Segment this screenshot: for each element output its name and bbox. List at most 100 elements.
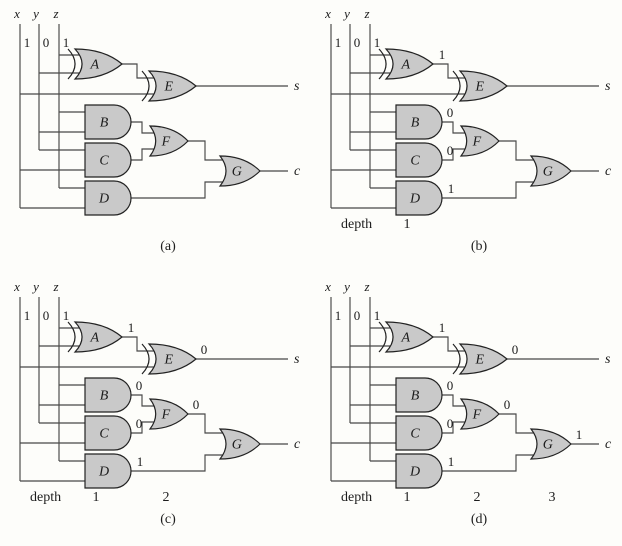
- gate-value-F: 0: [504, 397, 511, 412]
- output-label-c: c: [294, 164, 301, 179]
- gate-label-B: B: [411, 116, 420, 131]
- wire-C-to-F: [131, 421, 155, 434]
- gate-value-C: 0: [447, 416, 454, 431]
- xor-arc-A: [378, 48, 387, 80]
- gate-label-G: G: [543, 438, 553, 453]
- wire-F-to-G: [499, 413, 536, 434]
- gate-value-B: 0: [447, 378, 454, 393]
- panel-caption: (c): [160, 512, 176, 527]
- xor-arc-A: [67, 48, 76, 80]
- gate-label-G: G: [232, 438, 242, 453]
- gate-A-xor: [384, 321, 434, 353]
- wire-A-to-E: [433, 336, 465, 352]
- gate-value-C: 0: [447, 143, 454, 158]
- gate-G-or: [218, 155, 261, 187]
- gate-label-E: E: [163, 353, 173, 368]
- gate-label-A: A: [400, 331, 410, 346]
- depth-label: depth: [30, 490, 61, 505]
- input-label-y: y: [31, 6, 39, 21]
- panel-caption: (d): [471, 512, 488, 527]
- wire-B-to-F: [442, 121, 466, 134]
- input-label-x: x: [13, 279, 20, 294]
- gate-label-F: F: [161, 408, 171, 423]
- gate-label-D: D: [98, 465, 109, 480]
- input-label-x: x: [324, 6, 331, 21]
- wire-B-to-F: [442, 394, 466, 407]
- gate-B-and: [395, 104, 443, 140]
- gate-label-F: F: [472, 408, 482, 423]
- depth-label: depth: [341, 490, 372, 505]
- gate-label-B: B: [411, 389, 420, 404]
- input-label-z: z: [52, 279, 58, 294]
- gate-B-and: [84, 377, 132, 413]
- input-value-z: 1: [374, 308, 381, 323]
- gate-value-E: 0: [512, 342, 519, 357]
- input-value-x: 1: [24, 308, 31, 323]
- gate-label-B: B: [100, 389, 109, 404]
- gate-label-F: F: [161, 135, 171, 150]
- xor-arc-E: [452, 70, 461, 102]
- depth-mark-3: 3: [549, 490, 556, 505]
- gate-E-xor: [147, 343, 197, 375]
- gate-A-xor: [73, 321, 123, 353]
- depth-mark-2: 2: [474, 490, 481, 505]
- depth-mark-1: 1: [404, 490, 411, 505]
- xor-arc-E: [452, 343, 461, 375]
- gate-value-A: 1: [439, 320, 446, 335]
- gate-label-C: C: [99, 427, 109, 442]
- gate-D-and: [84, 180, 132, 216]
- wire-B-to-F: [131, 394, 155, 407]
- gate-value-D: 1: [137, 454, 144, 469]
- gate-label-A: A: [89, 331, 99, 346]
- gate-label-D: D: [409, 465, 420, 480]
- input-value-x: 1: [335, 308, 342, 323]
- wire-C-to-F: [442, 148, 466, 161]
- gate-E-xor: [458, 343, 508, 375]
- depth-mark-1: 1: [404, 217, 411, 232]
- gate-label-G: G: [232, 165, 242, 180]
- wire-D-to-G: [442, 181, 536, 199]
- gate-F-or: [148, 125, 189, 157]
- gate-G-or: [529, 155, 572, 187]
- gate-value-D: 1: [448, 181, 455, 196]
- wire-B-to-F: [131, 121, 155, 134]
- gate-label-G: G: [543, 165, 553, 180]
- wire-F-to-G: [499, 140, 536, 161]
- gate-label-C: C: [410, 427, 420, 442]
- wire-F-to-G: [188, 413, 225, 434]
- gate-value-D: 1: [448, 454, 455, 469]
- output-label-s: s: [605, 352, 611, 367]
- gate-B-and: [84, 104, 132, 140]
- input-label-x: x: [324, 279, 331, 294]
- xor-arc-A: [378, 321, 387, 353]
- gate-D-and: [395, 180, 443, 216]
- gate-E-xor: [458, 70, 508, 102]
- gate-label-E: E: [474, 80, 484, 95]
- gate-F-or: [459, 125, 500, 157]
- gate-value-A: 1: [128, 320, 135, 335]
- output-label-c: c: [294, 437, 301, 452]
- input-value-z: 1: [63, 308, 70, 323]
- input-label-y: y: [31, 279, 39, 294]
- output-label-c: c: [605, 437, 612, 452]
- gate-A-xor: [384, 48, 434, 80]
- gate-C-and: [395, 142, 443, 178]
- output-label-s: s: [294, 79, 300, 94]
- wire-D-to-G: [442, 454, 536, 472]
- wire-A-to-E: [122, 63, 154, 79]
- gate-value-C: 0: [136, 416, 143, 431]
- gate-value-B: 0: [447, 105, 454, 120]
- gate-label-C: C: [99, 154, 109, 169]
- input-label-y: y: [342, 6, 350, 21]
- output-label-s: s: [605, 79, 611, 94]
- input-label-z: z: [52, 6, 58, 21]
- gate-label-C: C: [410, 154, 420, 169]
- wire-A-to-E: [433, 63, 465, 79]
- gate-D-and: [395, 453, 443, 489]
- input-value-z: 1: [374, 35, 381, 50]
